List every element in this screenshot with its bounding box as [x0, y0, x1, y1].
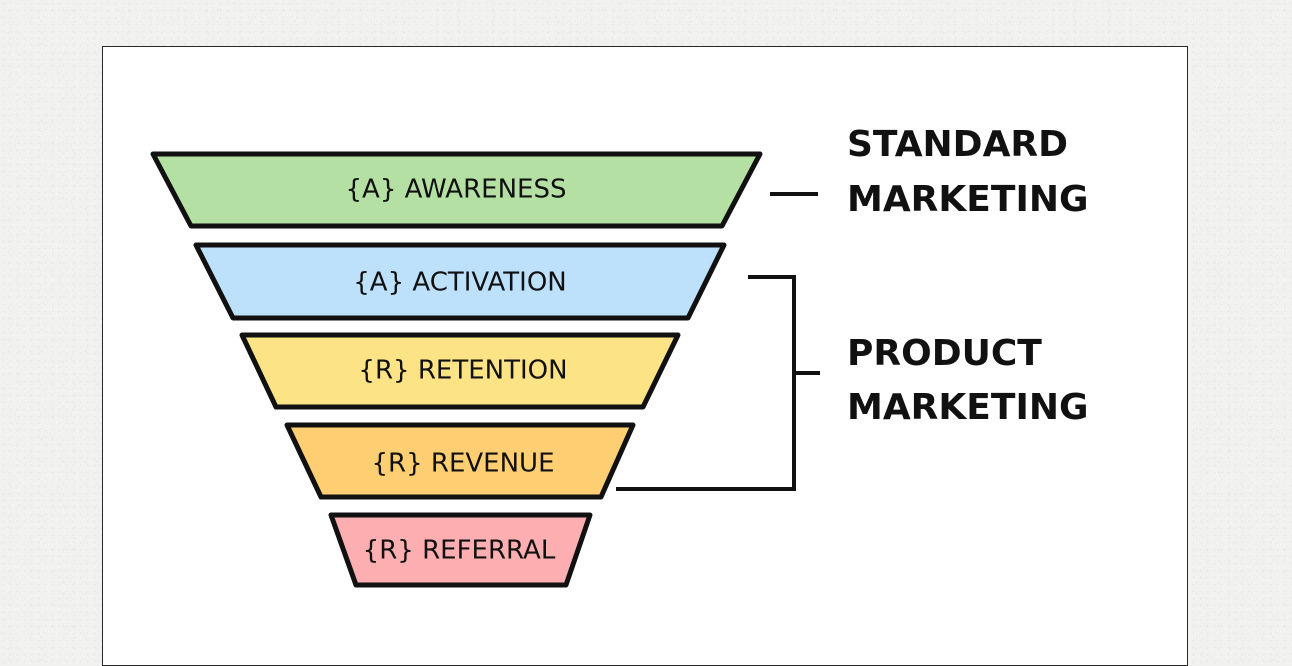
funnel-stage-awareness-label: {A} AWARENESS — [346, 175, 567, 205]
funnel-stage-revenue-label: {R} REVENUE — [371, 449, 554, 479]
funnel-stage-referral-label: {R} REFERRAL — [363, 536, 556, 566]
funnel-stage-revenue-shape — [284, 422, 636, 500]
funnel-stage-activation: {A} ACTIVATION — [193, 242, 727, 321]
funnel-stage-awareness: {A} AWARENESS — [150, 151, 763, 229]
funnel-stage-referral: {R} REFERRAL — [328, 512, 593, 588]
group-label-standard-line1: STANDARD — [847, 124, 1068, 165]
funnel-stage-retention-shape — [239, 332, 681, 410]
funnel-stage-revenue: {R} REVENUE — [284, 422, 636, 500]
funnel-stage-retention-label: {R} RETENTION — [358, 356, 567, 386]
funnel-stage-referral-shape — [328, 512, 593, 588]
product-marketing-bracket — [616, 275, 820, 491]
funnel-stage-awareness-shape — [150, 151, 763, 229]
group-label-standard-line2: MARKETING — [847, 179, 1089, 220]
funnel-stage-retention: {R} RETENTION — [239, 332, 681, 410]
group-label-product-line1: PRODUCT — [847, 333, 1042, 374]
funnel-stage-activation-label: {A} ACTIVATION — [353, 268, 567, 298]
group-label-product-line2: MARKETING — [847, 387, 1089, 428]
funnel-stage-activation-shape — [193, 242, 727, 321]
funnel-diagram: {A} AWARENESS {A} ACTIVATION {R} RETENTI… — [150, 124, 1089, 588]
